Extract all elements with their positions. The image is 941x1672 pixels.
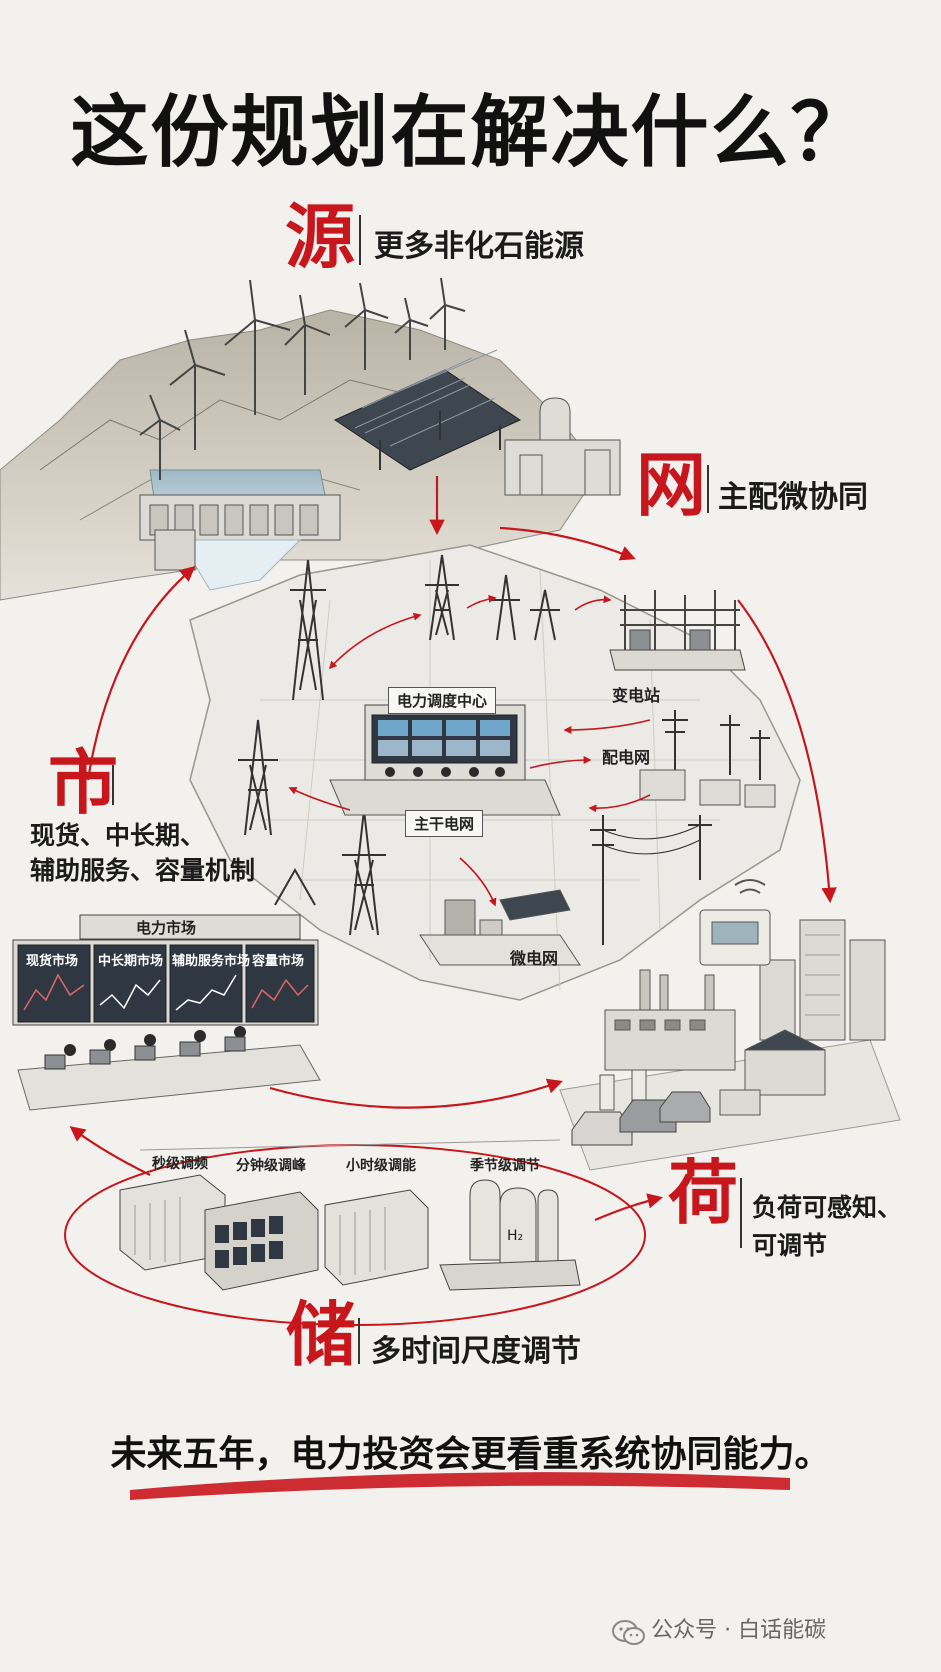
backbone-label: 主干电网 [405,810,484,837]
market-char: 市 [48,741,118,824]
source-divider [359,215,361,265]
microgrid [419,889,581,966]
load-divider [740,1178,742,1248]
grid-desc: 主配微协同 [718,480,868,515]
market-room [12,914,321,1111]
dispatch-center-label: 电力调度中心 [388,687,497,714]
source-desc: 更多非化石能源 [374,229,584,264]
microgrid-label: 微电网 [510,949,559,968]
wechat-icon [612,1619,645,1645]
h2-tank-label: H₂ [507,1228,524,1244]
slogan: 未来五年，电力投资会更看重系统协同能力。 [110,1434,831,1475]
wind-turbines [139,277,466,480]
market-screen-ancillary: 辅助服务市场 [172,954,251,969]
market-divider [112,765,114,805]
storage-area [64,1139,646,1326]
page-title: 这份规划在解决什么？ [70,88,871,178]
storage-label-seconds: 秒级调频 [152,1156,208,1172]
nuclear-plant [504,397,621,496]
load-char: 荷 [668,1151,738,1234]
market-screen-spot: 现货市场 [26,954,79,969]
footer: 公众号 · 白话能碳 [612,1612,826,1647]
storage-label-hours: 小时级调能 [346,1158,416,1174]
load-desc-line1: 负荷可感知、 [752,1193,903,1222]
footer-account-name: 白话能碳 [738,1618,827,1643]
storage-label-minutes: 分钟级调峰 [236,1158,306,1174]
substation-label: 变电站 [612,686,661,705]
solar-array [333,349,522,471]
market-panel-header: 电力市场 [136,919,197,937]
brush-underline [130,1472,790,1500]
storage-label-seasonal: 季节级调节 [470,1158,540,1174]
storage-char: 储 [286,1293,356,1376]
market-screen-midlong: 中长期市场 [98,954,164,969]
market-desc-line1: 现货、中长期、 [30,821,206,850]
source-char: 源 [285,195,355,278]
distribution-buildings [639,769,776,808]
dispatch-center [329,704,561,816]
footer-prefix: 公众号 · [651,1618,739,1643]
grid-divider [707,465,709,513]
hydro-dam [139,469,341,591]
market-screen-capacity: 容量市场 [252,954,305,969]
market-desc-line2: 辅助服务、容量机制 [30,856,256,885]
storage-divider [358,1318,360,1364]
distribution-label: 配电网 [602,748,651,767]
ev-cars [571,1091,711,1146]
grid-char: 网 [636,443,706,526]
substation [609,590,746,671]
city-load [559,879,901,1171]
flow-arrows [69,476,837,1222]
load-desc-line2: 可调节 [752,1231,828,1260]
storage-desc: 多时间尺度调节 [371,1334,581,1369]
distribution-poles [590,710,770,945]
